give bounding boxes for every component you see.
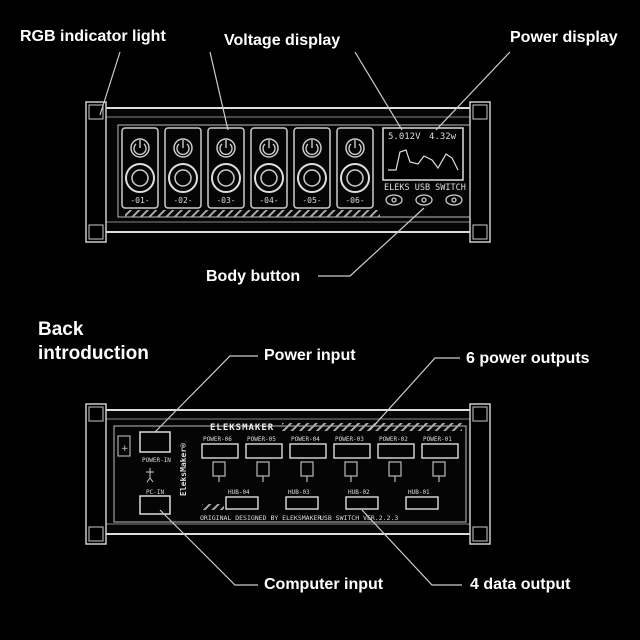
leader-body-button bbox=[318, 207, 425, 277]
power-01-label: POWER-01 bbox=[423, 436, 452, 443]
power-06-label: POWER-06 bbox=[203, 436, 232, 443]
back-footer-left: ORIGINAL DESIGNED BY ELEKSMAKER bbox=[200, 514, 321, 522]
front-body-buttons bbox=[385, 194, 463, 206]
power-outputs-label: 6 power outputs bbox=[466, 350, 590, 367]
front-device: -01- -02- -03- -04- -05- -06- 5.012V 4.3… bbox=[85, 51, 511, 277]
back-device: ELEKSMAKER + POWER-IN PC-IN EleksMaker® … bbox=[85, 355, 491, 586]
power-output-ports bbox=[201, 443, 459, 459]
battery-icon bbox=[117, 435, 131, 457]
channel-03-label: -03- bbox=[216, 196, 235, 205]
data-output-label: 4 data output bbox=[470, 576, 571, 593]
back-right-endcap bbox=[469, 403, 491, 545]
channel-02-label: -02- bbox=[173, 196, 192, 205]
leader-power-outputs bbox=[369, 357, 460, 431]
hub-02-label: HUB-02 bbox=[348, 489, 370, 496]
usb-plug-icons bbox=[212, 461, 446, 482]
hub-01-label: HUB-01 bbox=[408, 489, 430, 496]
power-02-label: POWER-02 bbox=[379, 436, 408, 443]
leader-computer-input bbox=[159, 509, 258, 586]
power-readout: 4.32w bbox=[429, 132, 457, 142]
leader-rgb bbox=[99, 51, 121, 116]
back-hatch-strip bbox=[202, 504, 224, 510]
power-in-label: POWER-IN bbox=[142, 457, 171, 464]
power-display-label: Power display bbox=[510, 29, 618, 46]
back-brand: ELEKSMAKER bbox=[210, 423, 274, 433]
back-title: Back introduction bbox=[38, 318, 149, 366]
power-graph bbox=[388, 149, 459, 171]
channel-04-label: -04- bbox=[259, 196, 278, 205]
computer-input-label: Computer input bbox=[264, 576, 384, 593]
front-left-endcap bbox=[85, 101, 107, 243]
power-04-label: POWER-04 bbox=[291, 436, 320, 443]
hub-04-label: HUB-04 bbox=[228, 489, 250, 496]
back-footer-right: USB SWITCH VER.2.2.3 bbox=[320, 514, 398, 522]
channel-05-label: -05- bbox=[302, 196, 321, 205]
leader-rgb-2 bbox=[209, 51, 229, 131]
side-brand: EleksMaker® bbox=[179, 443, 188, 496]
back-left-endcap bbox=[85, 403, 107, 545]
leader-power bbox=[435, 51, 511, 131]
front-right-endcap bbox=[469, 101, 491, 243]
pc-in-port bbox=[139, 495, 171, 515]
power-03-label: POWER-03 bbox=[335, 436, 364, 443]
leader-power-input bbox=[154, 355, 258, 433]
back-title-line1: Back bbox=[38, 319, 84, 340]
body-button-label: Body button bbox=[206, 268, 301, 285]
leader-voltage bbox=[354, 51, 403, 131]
front-brand-line: ELEKS USB SWITCH bbox=[384, 183, 466, 193]
front-hatch-strip bbox=[125, 210, 380, 217]
voltage-display-label: Voltage display bbox=[224, 32, 341, 49]
plug-icon bbox=[146, 468, 154, 483]
front-screen bbox=[382, 127, 464, 181]
battery-plus: + bbox=[121, 444, 129, 454]
voltage-readout: 5.012V bbox=[388, 132, 421, 142]
power-05-label: POWER-05 bbox=[247, 436, 276, 443]
leader-data-output bbox=[361, 509, 462, 586]
channel-01-label: -01- bbox=[130, 196, 149, 205]
back-title-line2: introduction bbox=[38, 343, 149, 364]
hub-03-label: HUB-03 bbox=[288, 489, 310, 496]
hub-output-ports bbox=[225, 496, 439, 510]
channel-06-label: -06- bbox=[345, 196, 364, 205]
power-input-label: Power input bbox=[264, 347, 356, 364]
rgb-indicator-label: RGB indicator light bbox=[20, 28, 166, 45]
pc-in-label: PC-IN bbox=[146, 489, 164, 496]
